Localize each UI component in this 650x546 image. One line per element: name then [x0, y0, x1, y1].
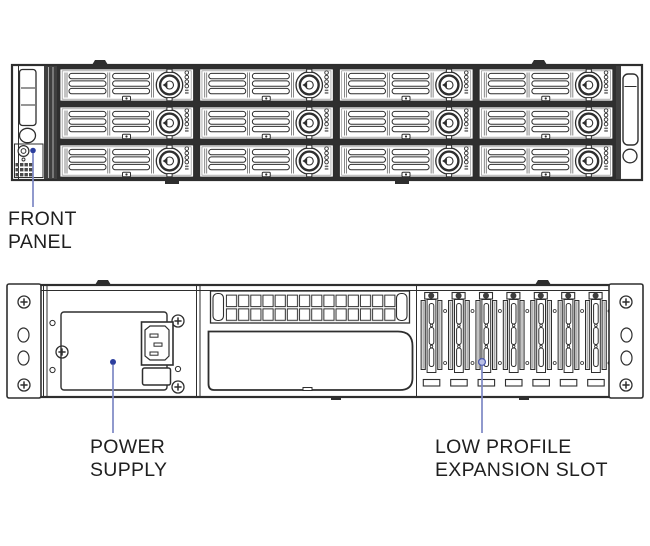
front-right-ear: [622, 73, 639, 164]
expansion-slot-label-line2: EXPANSION SLOT: [435, 458, 608, 481]
vent-grid: [225, 294, 396, 322]
power-supply-label: POWER SUPPLY: [90, 436, 167, 481]
front-panel-callout-dot: [30, 147, 36, 154]
power-supply-callout-dot: [110, 359, 116, 365]
front-panel-label: FRONT PANEL: [8, 208, 77, 253]
power-supply: [43, 286, 201, 396]
io-blank-panel: [207, 330, 414, 391]
front-view: [10, 60, 644, 207]
rear-io-bay: [207, 286, 417, 396]
power-button[interactable]: [17, 145, 30, 158]
rear-right-ear: [608, 283, 644, 399]
front-panel: [14, 68, 44, 178]
chassis-top-tab: [92, 60, 108, 65]
front-panel-label-line2: PANEL: [8, 230, 72, 253]
front-panel-oval-button[interactable]: [18, 127, 37, 144]
power-supply-label-line1: POWER: [90, 436, 166, 458]
front-panel-indicator-icons: [15, 163, 33, 177]
power-switch-plate[interactable]: [141, 367, 172, 386]
drive-bay-array: [57, 66, 616, 180]
expansion-slot-label: LOW PROFILE EXPANSION SLOT: [435, 436, 608, 481]
chassis-top-tab: [95, 280, 111, 285]
front-panel-handle: [18, 68, 37, 127]
expansion-slot-callout-dot: [478, 358, 487, 367]
front-panel-label-line1: FRONT: [8, 208, 77, 230]
power-supply-label-line2: SUPPLY: [90, 458, 168, 481]
ac-inlet[interactable]: [140, 321, 174, 366]
rear-view: [6, 280, 644, 433]
status-led: [21, 157, 26, 162]
rear-left-ear: [6, 283, 42, 399]
vent-grid-frame: [209, 290, 411, 324]
chassis-top-tab: [535, 280, 551, 285]
expansion-slot-label-line1: LOW PROFILE: [435, 436, 572, 458]
chassis-top-tab: [531, 60, 547, 65]
